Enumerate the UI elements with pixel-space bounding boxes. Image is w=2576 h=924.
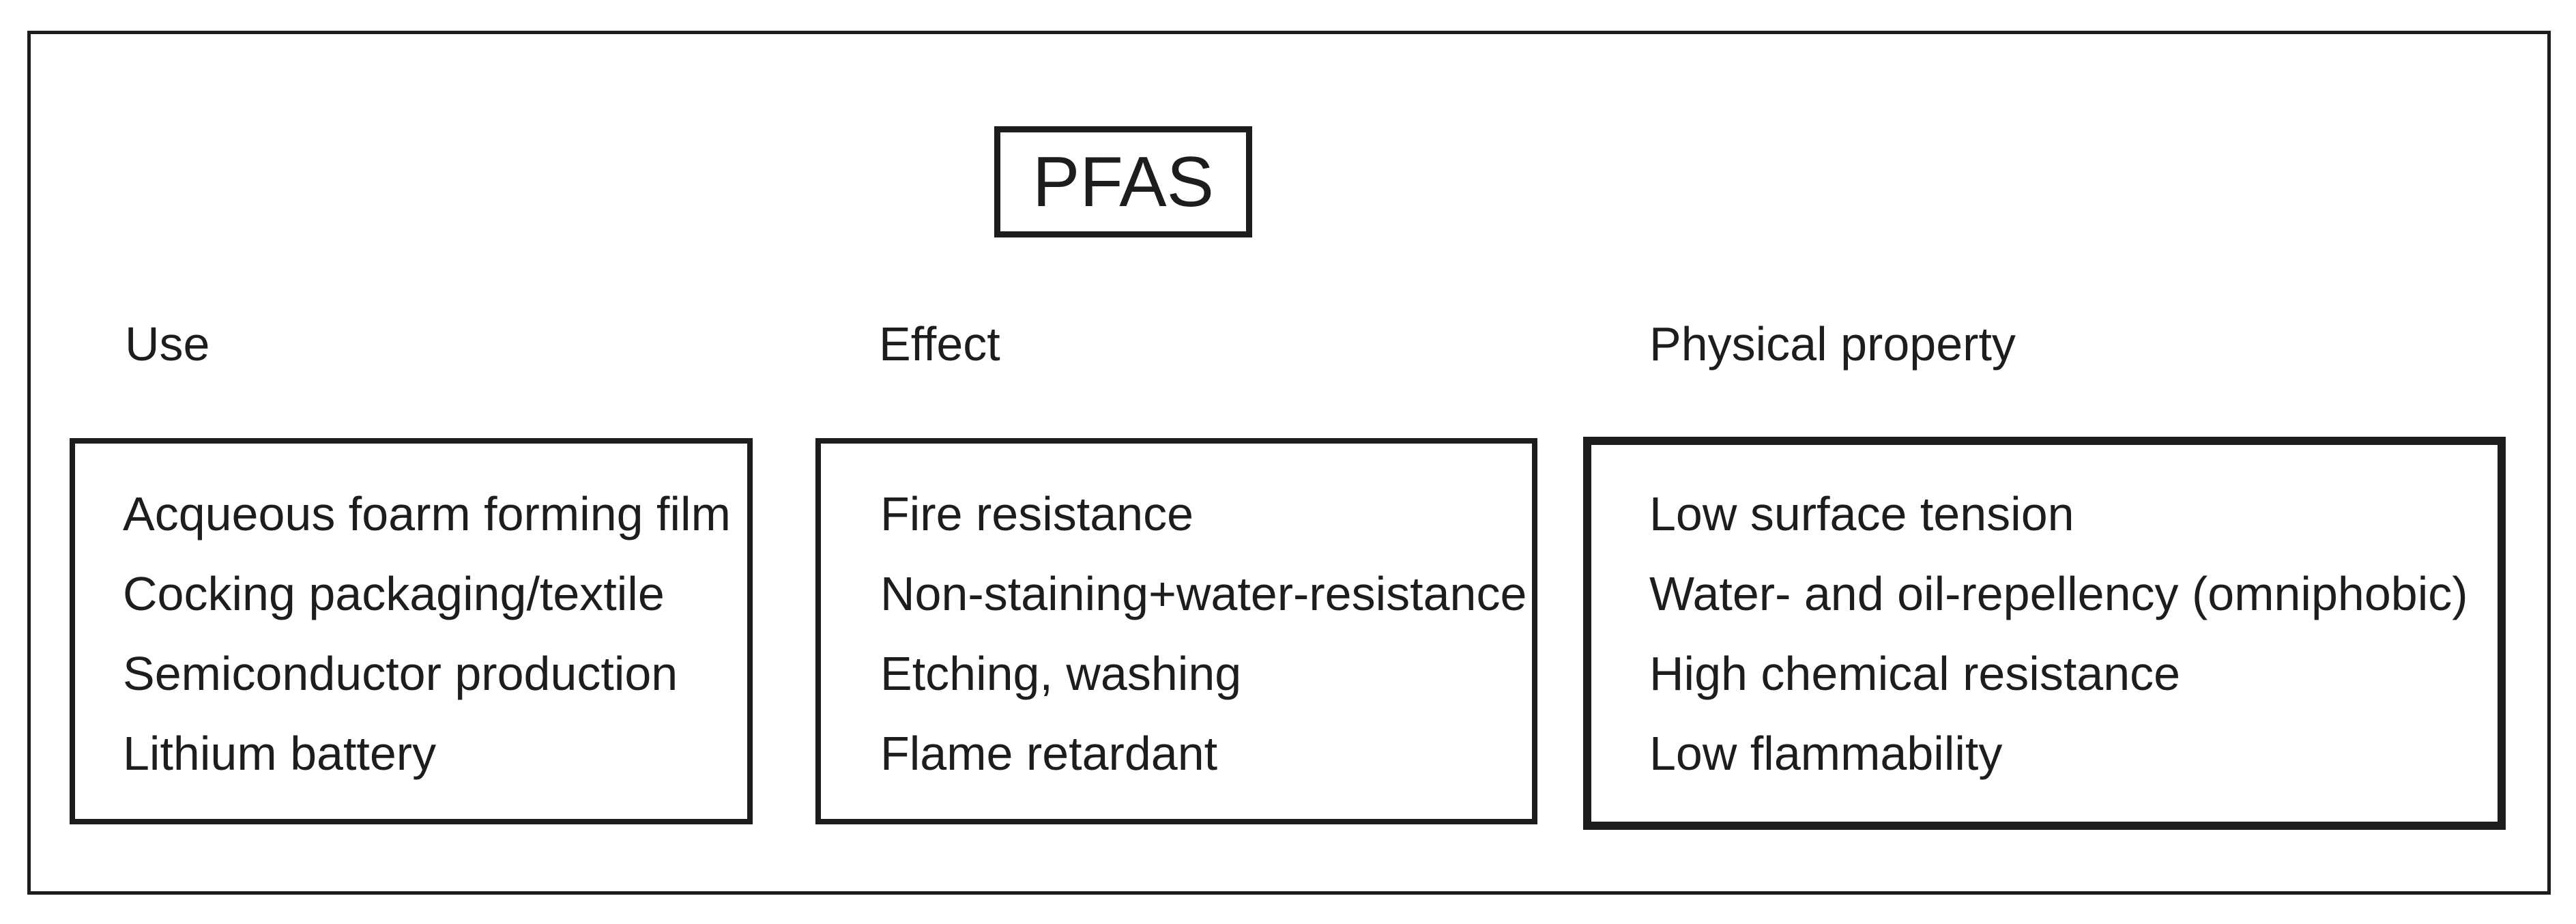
list-item: Non-staining+water-resistance — [880, 566, 1527, 620]
list-item: Lithium battery — [123, 726, 437, 780]
list-item: Acqueous foarm forming film — [123, 487, 731, 540]
list-item: Etching, washing — [880, 646, 1242, 700]
list-item: Low surface tension — [1649, 487, 2074, 540]
column-label-physical-property: Physical property — [1649, 317, 2016, 371]
use-item-list: Acqueous foarm forming film Cocking pack… — [75, 444, 747, 793]
list-item: Semiconductor production — [123, 646, 678, 700]
use-box: Acqueous foarm forming film Cocking pack… — [70, 438, 753, 824]
effect-box: Fire resistance Non-staining+water-resis… — [815, 438, 1537, 824]
column-label-effect: Effect — [879, 317, 1000, 371]
physical-property-box: Low surface tension Water- and oil-repel… — [1583, 437, 2506, 830]
pfas-title-box: PFAS — [994, 126, 1252, 237]
list-item: High chemical resistance — [1649, 646, 2181, 700]
physical-property-item-list: Low surface tension Water- and oil-repel… — [1591, 445, 2498, 793]
effect-item-list: Fire resistance Non-staining+water-resis… — [821, 444, 1532, 793]
list-item: Fire resistance — [880, 487, 1194, 540]
pfas-title: PFAS — [1032, 142, 1214, 222]
list-item: Water- and oil-repellency (omniphobic) — [1649, 566, 2468, 620]
list-item: Low flammability — [1649, 726, 2003, 780]
outer-frame — [27, 31, 2551, 895]
column-label-use: Use — [125, 317, 210, 371]
list-item: Flame retardant — [880, 726, 1218, 780]
list-item: Cocking packaging/textile — [123, 566, 665, 620]
